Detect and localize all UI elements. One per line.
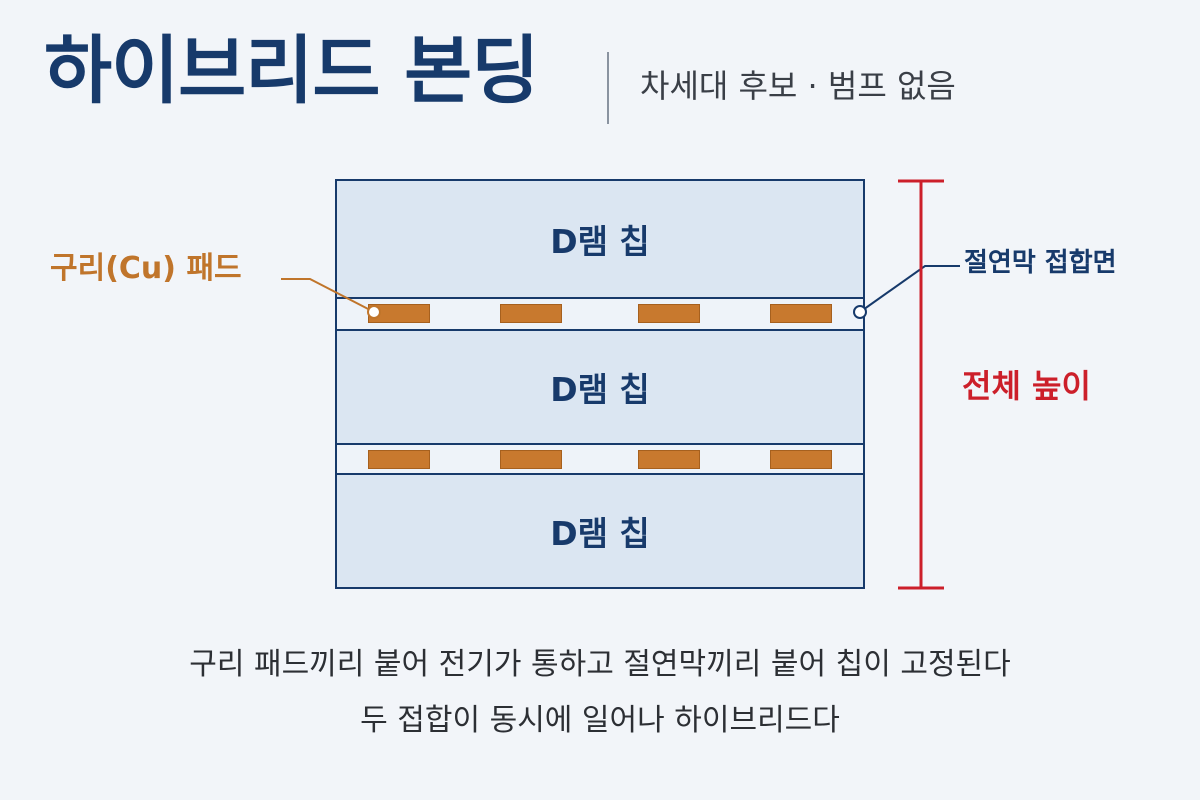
- bonding-layer-upper: [337, 297, 863, 331]
- bonding-layer-lower: [337, 443, 863, 475]
- copper-pad: [368, 450, 430, 469]
- caption-line-1: 구리 패드끼리 붙어 전기가 통하고 절연막끼리 붙어 칩이 고정된다: [189, 647, 1011, 682]
- insulator-interface-label: 절연막 접합면: [964, 248, 1117, 278]
- chip-label: D램 칩: [550, 514, 650, 553]
- title-divider: [607, 52, 609, 124]
- chip-label: D램 칩: [550, 222, 650, 261]
- copper-pad: [500, 450, 562, 469]
- copper-pad: [638, 304, 700, 323]
- interface-leader-line: [859, 265, 960, 313]
- page-title: 하이브리드 본딩: [44, 28, 539, 114]
- chip-label: D램 칩: [550, 370, 650, 409]
- dram-chip-top: D램 칩: [337, 181, 863, 297]
- copper-pad: [638, 450, 700, 469]
- copper-pad: [770, 450, 832, 469]
- copper-pad: [500, 304, 562, 323]
- copper-pad: [368, 304, 430, 323]
- copper-pad-label: 구리(Cu) 패드: [50, 251, 242, 286]
- total-height-label: 전체 높이: [962, 367, 1091, 405]
- dram-chip-middle: D램 칩: [337, 331, 863, 443]
- caption-line-2: 두 접합이 동시에 일어나 하이브리드다: [360, 703, 840, 738]
- page-subtitle: 차세대 후보 · 범프 없음: [640, 67, 956, 105]
- copper-pad: [770, 304, 832, 323]
- dram-chip-bottom: D램 칩: [337, 475, 863, 587]
- chip-stack-diagram: D램 칩 D램 칩 D램 칩: [335, 179, 865, 589]
